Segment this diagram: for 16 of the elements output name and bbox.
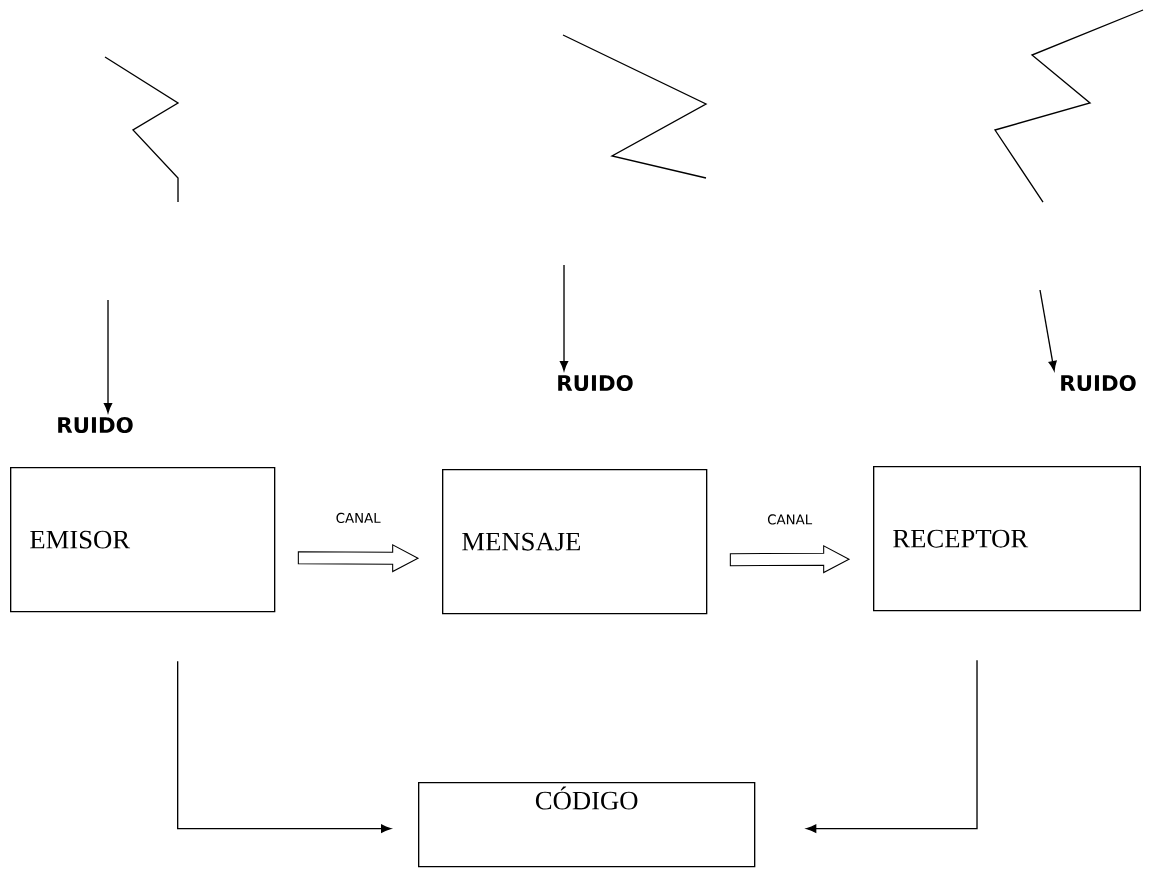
- process-box: MENSAJE: [442, 469, 708, 615]
- arrow: [806, 659, 978, 833]
- edge-label: CANAL: [767, 514, 813, 525]
- noise-label: RUIDO: [1061, 374, 1136, 392]
- edge-label: CANAL: [336, 512, 381, 523]
- process-box: RECEPTOR: [873, 466, 1141, 612]
- arrow: [1039, 289, 1057, 371]
- arrow: [177, 660, 391, 833]
- arrow: [729, 544, 851, 574]
- process-box: CÓDIGO: [418, 782, 756, 868]
- process-box: EMISOR: [10, 467, 276, 613]
- arrow: [559, 264, 569, 371]
- noise-label: RUIDO: [58, 416, 133, 434]
- arrow: [297, 543, 420, 573]
- noise-label: RUIDO: [558, 374, 633, 392]
- arrow: [103, 299, 113, 413]
